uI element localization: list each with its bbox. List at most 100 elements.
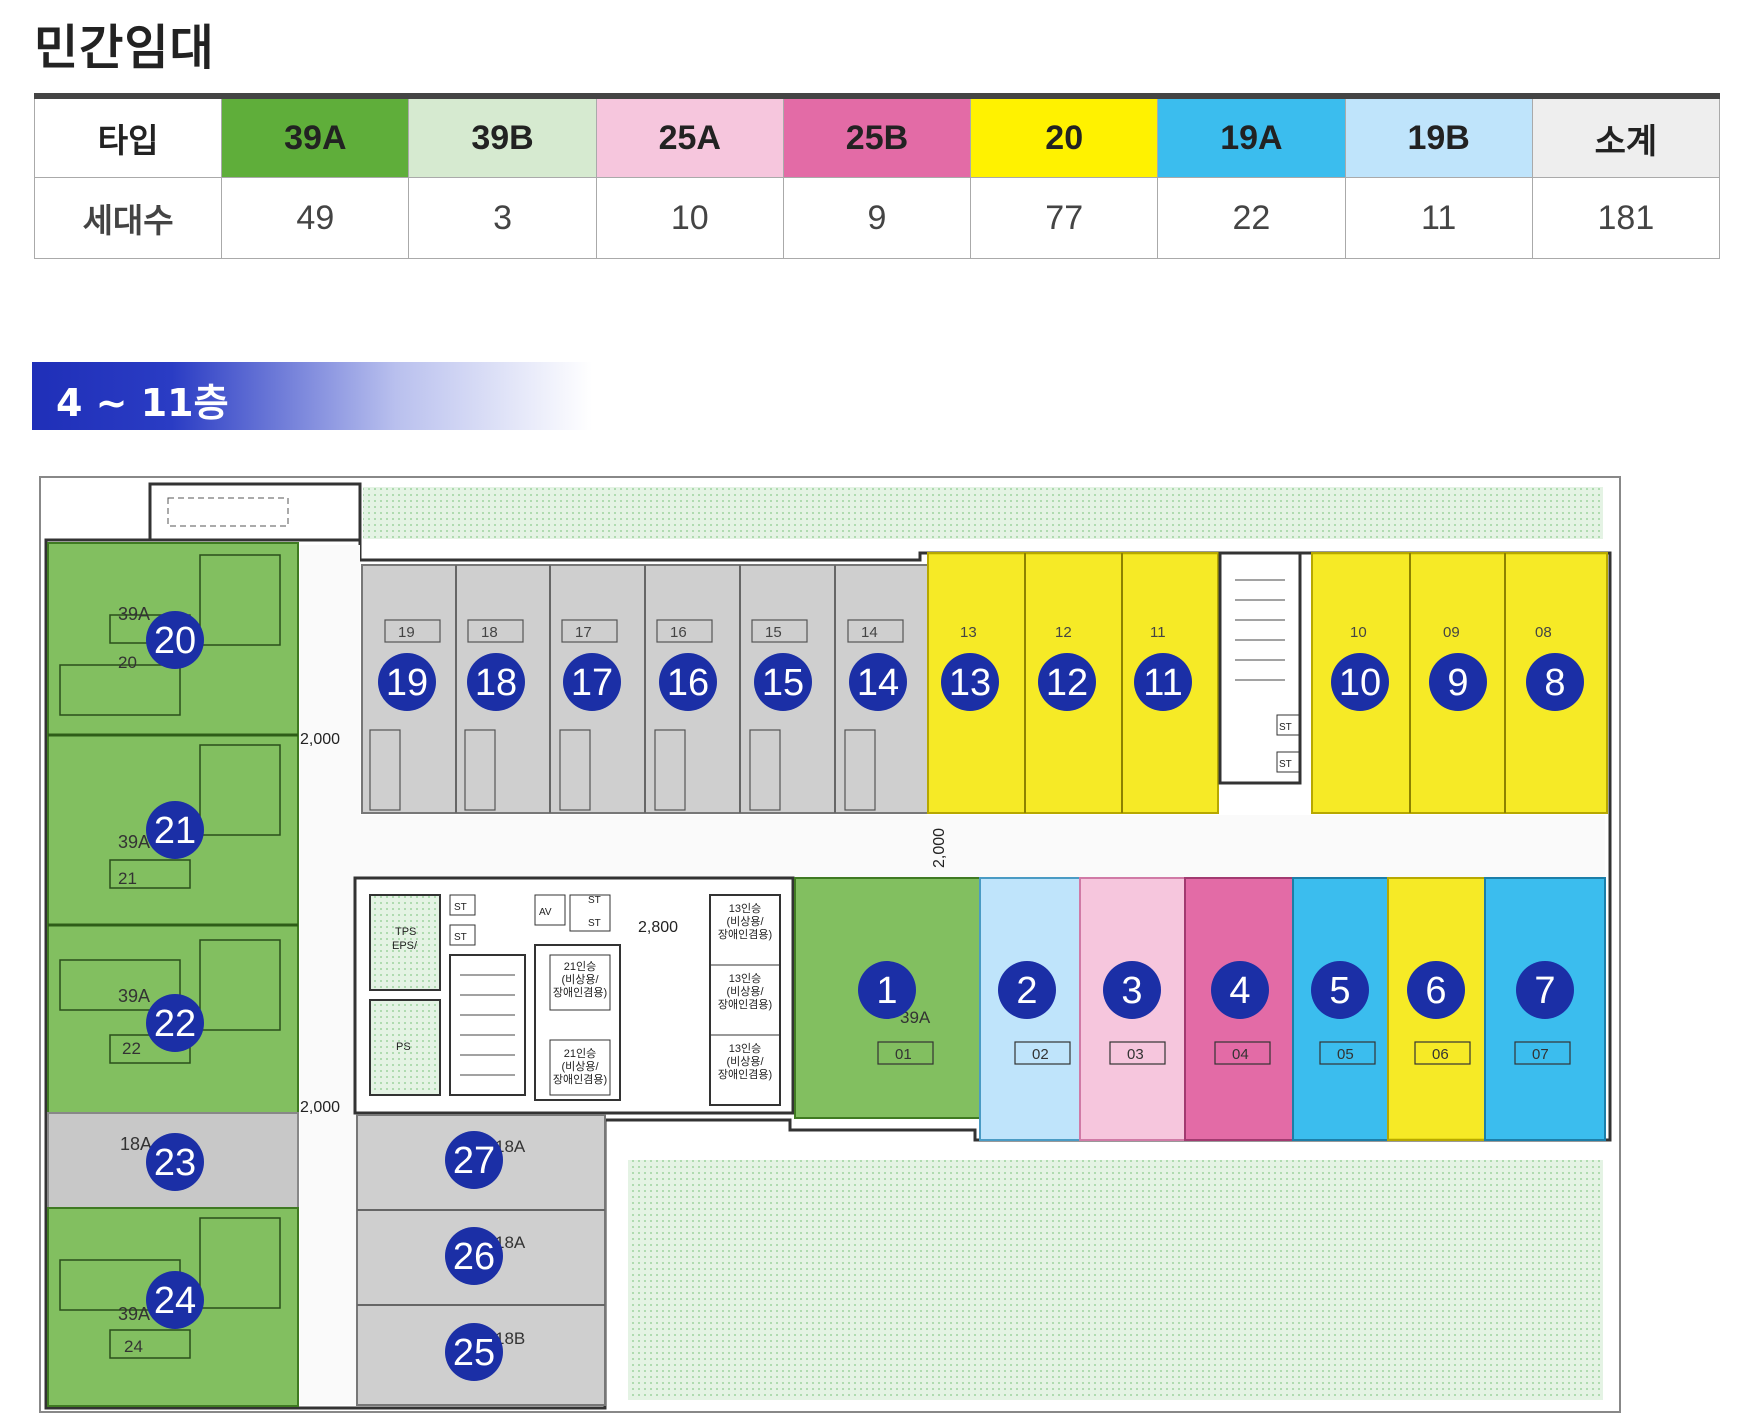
unit-marker-circle (1429, 653, 1487, 711)
unit-22-type: 39A (118, 986, 150, 1006)
unit-26-type: 18A (495, 1233, 526, 1252)
unit-marker-circle (378, 653, 436, 711)
unit-marker-circle (1311, 961, 1369, 1019)
unit-marker-number: 6 (1425, 970, 1446, 1012)
unit-marker-number: 20 (154, 620, 196, 662)
count-25a: 10 (595, 177, 784, 259)
unit-marker-circle (146, 1133, 204, 1191)
type-20: 20 (970, 95, 1159, 178)
lawn-top (363, 487, 1603, 539)
st-label-c1: ST (454, 902, 467, 913)
unit-20-code: 20 (118, 653, 137, 672)
north-corridor (360, 815, 1605, 877)
elevator-13-trio (709, 894, 781, 1106)
unit-marker-circle (563, 653, 621, 711)
unit-marker-circle (146, 1271, 204, 1329)
elev13a-l2: (비상용/ (726, 915, 764, 928)
unit-marker-16: 16 (659, 653, 717, 711)
unit-marker-9: 9 (1429, 653, 1487, 711)
unit-21-type: 39A (118, 832, 150, 852)
unit-marker-circle (998, 961, 1056, 1019)
unit-marker-number: 1 (876, 970, 897, 1012)
unit-marker-circle (754, 653, 812, 711)
dimension-west-lower: 2,000 (300, 1099, 340, 1116)
unit-marker-circle (467, 653, 525, 711)
elev13a-l1: 13인승 (729, 902, 761, 915)
unit-marker-circle (1526, 653, 1584, 711)
unit-marker-number: 16 (667, 662, 709, 704)
unit-marker-number: 9 (1447, 662, 1468, 704)
unit-marker-18: 18 (467, 653, 525, 711)
unit-10-code: 10 (1350, 624, 1367, 641)
elev13c-l3: 장애인겸용) (718, 1068, 772, 1081)
unit-24-type: 39A (118, 1304, 150, 1324)
unit-22-code: 22 (122, 1039, 141, 1058)
unit-23-type: 18A (120, 1134, 152, 1154)
unit-marker-circle (849, 653, 907, 711)
unit-08-code: 08 (1535, 624, 1552, 641)
st-label-n1: ST (1279, 722, 1292, 733)
page-title: 민간임대 (34, 20, 215, 76)
unit-marker-4: 4 (1211, 961, 1269, 1019)
tps-room (369, 894, 441, 991)
count-39a: 49 (221, 177, 410, 259)
type-25a: 25A (595, 95, 784, 178)
type-header-row: 타입 39A 39B 25A 25B 20 19A 19B 소계 (33, 95, 1721, 178)
unit-marker-14: 14 (849, 653, 907, 711)
unit-marker-circle (146, 801, 204, 859)
unit-20-type: 39A (118, 604, 150, 624)
elev13a-l3: 장애인겸용) (718, 928, 772, 941)
unit-marker-5: 5 (1311, 961, 1369, 1019)
unit-marker-21: 21 (146, 801, 204, 859)
unit-marker-circle (1211, 961, 1269, 1019)
dimension-core: 2,800 (638, 919, 678, 936)
unit-marker-12: 12 (1038, 653, 1096, 711)
stair-core-north (1218, 551, 1302, 785)
unit-marker-1: 1 (858, 961, 916, 1019)
unit-marker-number: 18 (475, 662, 517, 704)
dimension-west-upper: 2,000 (300, 731, 340, 748)
type-39a: 39A (221, 95, 410, 178)
type-19b: 19B (1344, 95, 1533, 178)
unit-marker-number: 13 (949, 662, 991, 704)
count-19a: 22 (1157, 177, 1346, 259)
unit-marker-number: 3 (1121, 970, 1142, 1012)
eps-label: EPS/ (392, 940, 418, 952)
unit-type-table: 타입 39A 39B 25A 25B 20 19A 19B 소계 세대수 49 … (33, 93, 1721, 259)
st-label-c3: ST (588, 895, 601, 906)
unit-marker-number: 5 (1329, 970, 1350, 1012)
unit-marker-number: 26 (453, 1236, 495, 1278)
unit-05-code: 05 (1337, 1046, 1354, 1063)
unit-marker-number: 2 (1016, 970, 1037, 1012)
elev21a-l2: (비상용/ (561, 973, 599, 986)
unit-marker-circle (858, 961, 916, 1019)
unit-marker-circle (445, 1323, 503, 1381)
unit-marker-8: 8 (1526, 653, 1584, 711)
elev13b-l3: 장애인겸용) (718, 998, 772, 1011)
count-row: 세대수 49 3 10 9 77 22 11 181 (33, 177, 1721, 259)
unit-18-code: 18 (481, 624, 498, 641)
unit-marker-17: 17 (563, 653, 621, 711)
unit-marker-2: 2 (998, 961, 1056, 1019)
unit-marker-26: 26 (445, 1227, 503, 1285)
lawn-bottom (628, 1160, 1603, 1400)
unit-marker-circle (146, 611, 204, 669)
unit-marker-number: 22 (154, 1003, 196, 1045)
unit-marker-circle (1038, 653, 1096, 711)
unit-marker-number: 21 (154, 810, 196, 852)
elev13c-l2: (비상용/ (726, 1055, 764, 1068)
unit-02-area (979, 877, 1081, 1141)
unit-marker-number: 24 (154, 1280, 196, 1322)
unit-marker-circle (1103, 961, 1161, 1019)
count-19b: 11 (1344, 177, 1533, 259)
unit-07-code: 07 (1532, 1046, 1549, 1063)
unit-marker-3: 3 (1103, 961, 1161, 1019)
unit-marker-circle (659, 653, 717, 711)
unit-marker-19: 19 (378, 653, 436, 711)
unit-marker-7: 7 (1516, 961, 1574, 1019)
elev21b-l3: 장애인겸용) (553, 1073, 607, 1086)
dimension-north-corridor: 2,000 (931, 828, 948, 868)
unit-marker-number: 12 (1046, 662, 1088, 704)
floor-banner: 4 ~ 11층 (32, 362, 592, 430)
